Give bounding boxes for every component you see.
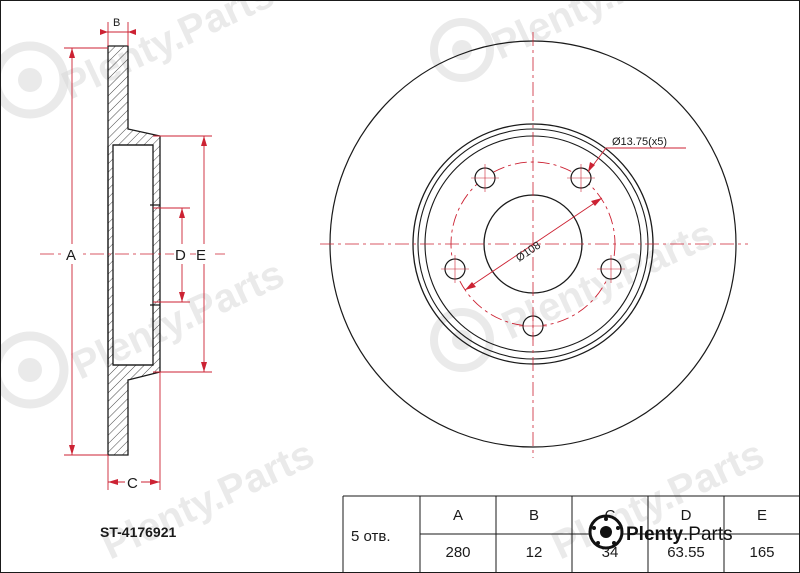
table-value-cell: 165 [749, 544, 774, 561]
table-header-cell: B [529, 507, 539, 524]
watermark-text: Plenty.Parts [545, 432, 770, 568]
dimension-label-c: C [127, 475, 138, 492]
disc-cross-section [107, 45, 161, 456]
bolt-hole-label: Ø13.75(x5) [612, 136, 667, 148]
watermark-text: Plenty.Parts [65, 252, 290, 388]
watermark-logo-icon [0, 18, 494, 409]
hole-count-label: 5 отв. [351, 528, 391, 545]
brand-logo-icon [588, 514, 624, 550]
table-value-cell: 12 [526, 544, 543, 561]
dimension-label-e: E [196, 247, 206, 264]
pcd-label: Ø108 [514, 239, 543, 264]
dimension-label-b: B [113, 17, 120, 29]
bolt-hole-leader [587, 147, 686, 173]
dimension-label-d: D [175, 247, 186, 264]
brand-name: Plenty.Parts [626, 524, 733, 545]
disc-front-view [320, 32, 748, 458]
brand-badge: Plenty.Parts [588, 514, 733, 550]
table-header-cell: A [453, 507, 463, 524]
hat-inner-contour [107, 144, 160, 366]
dimension-arrows [69, 29, 207, 485]
table-header-cell: D [681, 507, 692, 524]
watermark-text: Plenty.Parts [485, 0, 710, 68]
pcd-leader [464, 197, 603, 291]
part-number: ST-4176921 [100, 524, 176, 540]
dimension-label-a: A [66, 247, 76, 264]
table-value-cell: 63.55 [667, 544, 705, 561]
spec-table-values: 280 12 34 63.55 165 [445, 544, 774, 561]
watermark-text: Plenty.Parts [95, 432, 320, 568]
watermark-text: Plenty.Parts [55, 0, 280, 108]
table-header-cell: E [757, 507, 767, 524]
table-value-cell: 280 [445, 544, 470, 561]
